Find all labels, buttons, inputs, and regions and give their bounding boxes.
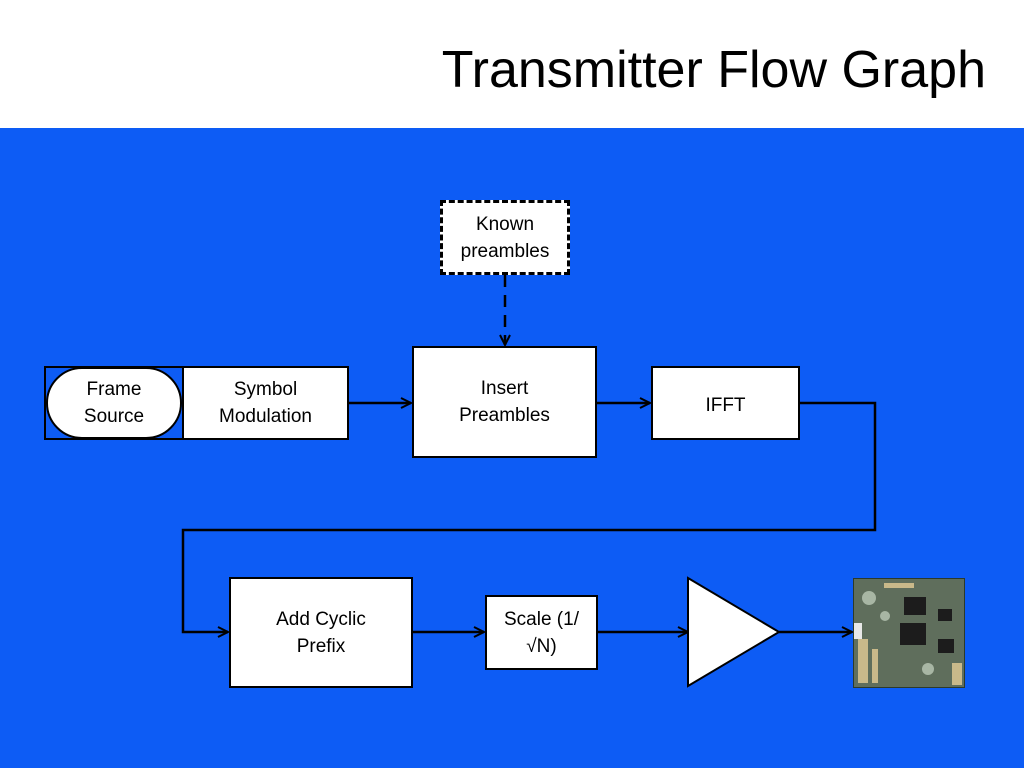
slide-title: Transmitter Flow Graph — [441, 41, 986, 99]
amplifier-triangle-icon — [687, 576, 781, 688]
radio-hardware-board-icon — [853, 578, 965, 688]
scale-block[interactable]: Scale (1/ √N) — [485, 595, 598, 670]
symbol-modulation-label: Symbol Modulation — [219, 379, 312, 427]
ifft-label: IFFT — [705, 395, 746, 416]
known-preambles-block[interactable]: Known preambles — [440, 200, 570, 275]
arrow-ifft-to-prefix — [181, 401, 877, 632]
ifft-block[interactable]: IFFT — [651, 366, 800, 440]
frame-source-label: Frame Source — [83, 379, 145, 427]
known-preambles-label: Known preambles — [460, 213, 550, 262]
add-cyclic-prefix-label: Add Cyclic Prefix — [276, 608, 366, 657]
scale-label: Scale (1/ √N) — [504, 608, 579, 657]
insert-preambles-block[interactable]: Insert Preambles — [412, 346, 597, 458]
insert-preambles-label: Insert Preambles — [459, 378, 550, 426]
symbol-modulation-block[interactable]: Symbol Modulation — [182, 366, 349, 440]
title-bar: Transmitter Flow Graph — [0, 0, 1024, 128]
add-cyclic-prefix-block[interactable]: Add Cyclic Prefix — [229, 577, 413, 688]
frame-source-block[interactable]: Frame Source — [46, 367, 182, 439]
